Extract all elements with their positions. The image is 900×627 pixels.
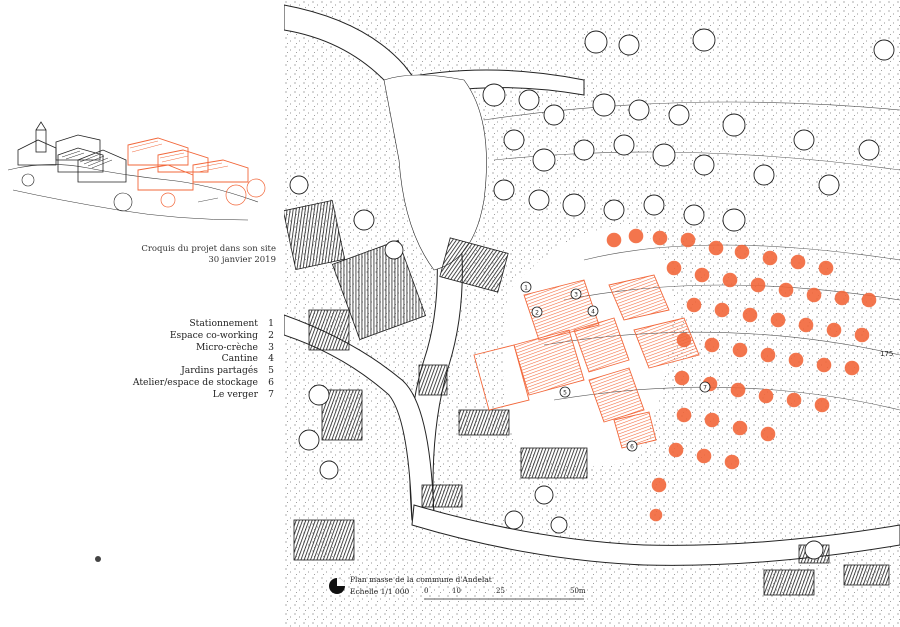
svg-text:5: 5 xyxy=(563,390,567,397)
legend-label: Atelier/espace de stockage xyxy=(132,376,258,388)
dot-mark xyxy=(95,556,101,562)
legend-item: Le verger 7 xyxy=(110,389,274,401)
scale-line xyxy=(424,598,584,600)
svg-text:7: 7 xyxy=(703,385,707,392)
svg-text:2: 2 xyxy=(535,310,539,317)
scale-bar: 0 10 25 50m xyxy=(424,587,586,601)
legend-item: Cantine 4 xyxy=(110,353,274,365)
svg-text:6: 6 xyxy=(630,444,634,451)
legend-label: Micro-crèche xyxy=(196,341,258,353)
scale-tick: 0 xyxy=(424,587,429,595)
scale-tick: 50m xyxy=(570,587,586,595)
legend-label: Cantine xyxy=(221,353,258,365)
svg-text:1: 1 xyxy=(524,285,528,292)
scale-tick: 10 xyxy=(452,587,461,595)
site-plan-map: 1 2 3 4 5 6 7 xyxy=(284,0,900,627)
legend-number: 3 xyxy=(268,341,274,353)
elevation-label: 175 xyxy=(880,350,894,358)
caption-line-1: Croquis du projet dans son site xyxy=(141,244,276,254)
legend-label: Stationnement xyxy=(189,318,258,329)
caption-line-2: 30 janvier 2019 xyxy=(208,255,276,265)
legend-number: 2 xyxy=(268,329,274,341)
legend-label: Le verger xyxy=(212,388,258,400)
svg-text:4: 4 xyxy=(591,309,595,316)
legend-number: 1 xyxy=(268,318,274,329)
scale-block: Plan masse de la commune d'Andelat Echel… xyxy=(328,575,588,605)
legend-item: Micro-crèche 3 xyxy=(110,342,274,354)
legend-number: 7 xyxy=(268,388,274,400)
svg-text:3: 3 xyxy=(574,292,578,299)
sketch-caption: Croquis du projet dans son site 30 janvi… xyxy=(120,244,276,266)
plan-title: Plan masse de la commune d'Andelat xyxy=(350,575,492,584)
legend-item: Jardins partagés 5 xyxy=(110,365,274,377)
legend-label: Jardins partagés xyxy=(181,365,258,377)
legend-item: Espace co-working 2 xyxy=(110,330,274,342)
scale-label: Echelle 1/1 000 xyxy=(350,587,410,596)
legend-number: 6 xyxy=(268,376,274,388)
legend-item: Stationnement 1 xyxy=(110,318,274,330)
legend: Stationnement 1 Espace co-working 2 Micro-… xyxy=(110,318,274,401)
legend-item: Atelier/espace de stockage 6 xyxy=(110,377,274,389)
north-icon xyxy=(329,578,345,594)
legend-number: 4 xyxy=(268,353,274,365)
scale-tick: 25 xyxy=(496,587,505,595)
village-sketch xyxy=(8,121,266,221)
legend-label: Espace co-working xyxy=(169,329,258,341)
legend-number: 5 xyxy=(268,365,274,377)
